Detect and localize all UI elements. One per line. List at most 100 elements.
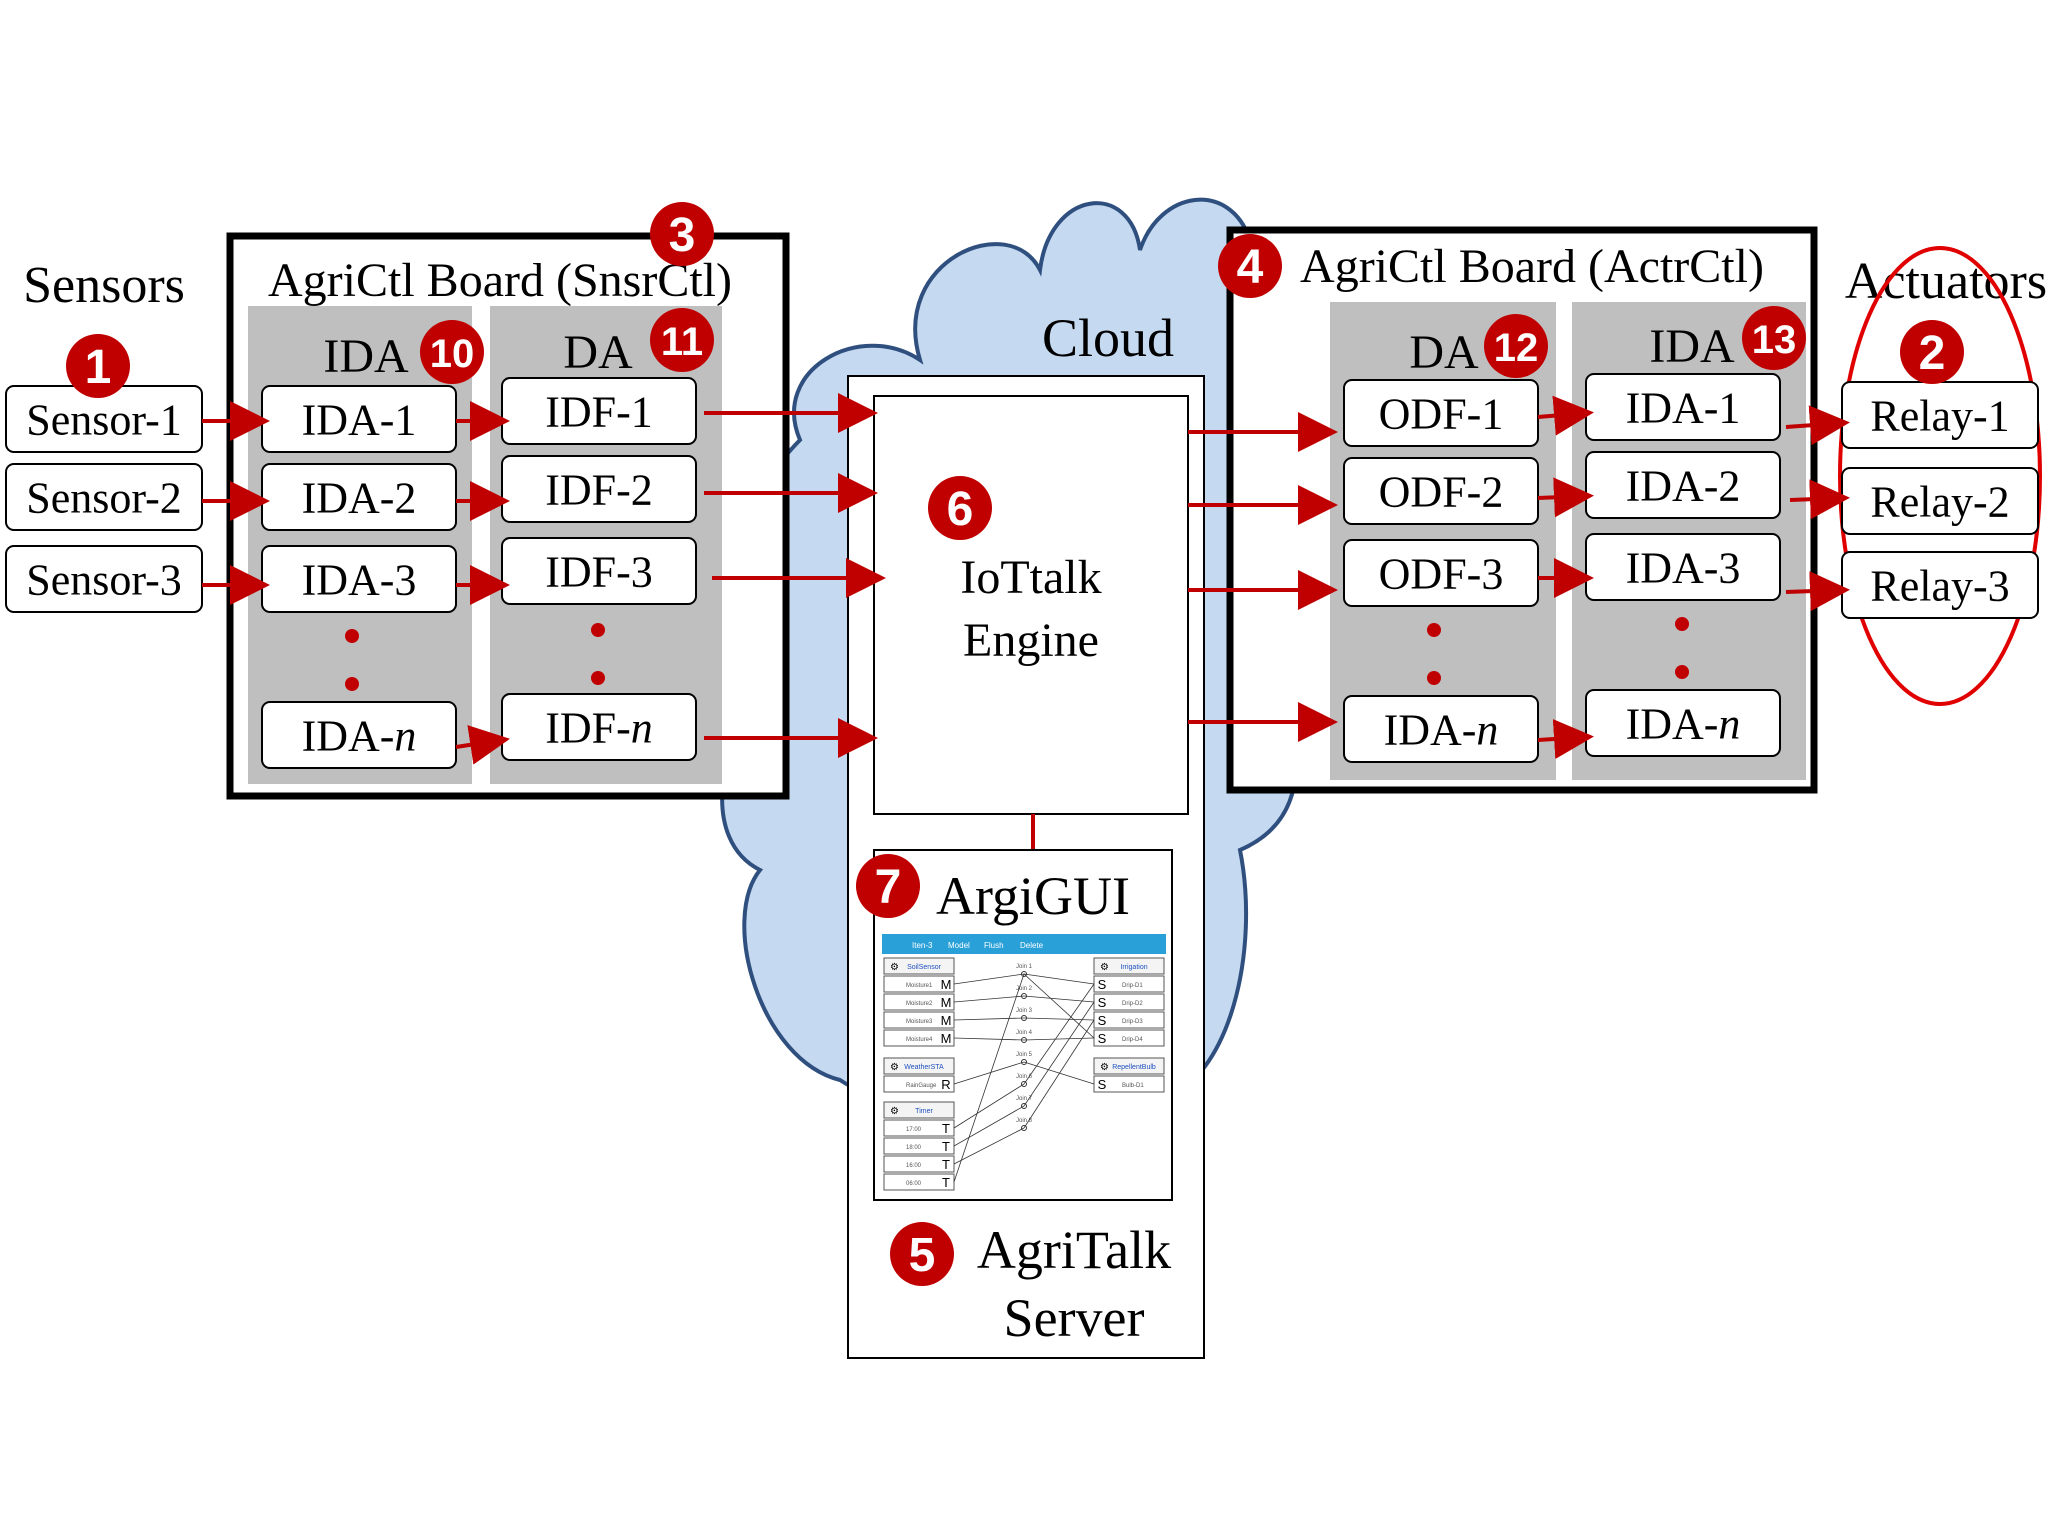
gui-irrigation-row-1-label: Drip-D1 xyxy=(1122,983,1143,989)
engine-label-line1: IoTtalk xyxy=(960,551,1101,604)
snsr-idf-2-label: IDF-2 xyxy=(545,465,653,514)
gui-timer-row-3-label: 16:00 xyxy=(906,1163,922,1169)
gui-weathersta-title: WeatherSTA xyxy=(904,1064,944,1071)
actrctl-board-title: AgriCtl Board (ActrCtl) xyxy=(1300,240,1764,293)
sensor-2: Sensor-2 xyxy=(5,463,203,531)
gui-link-left-2 xyxy=(953,995,1025,1003)
snsr-idf-4-label-italic: n xyxy=(631,703,653,752)
gui-join-label-1: Join 1 xyxy=(1016,964,1033,970)
actr-odf-dot-1 xyxy=(1427,623,1441,637)
relay-1: Relay-1 xyxy=(1841,381,2039,449)
snsr-ida-1: IDA-1 xyxy=(261,385,457,453)
snsr-ida-4-frame xyxy=(261,701,457,769)
actr-ida-3-label: IDA-3 xyxy=(1626,543,1741,592)
gui-irrigation-title: Irrigation xyxy=(1120,964,1147,971)
snsr-idf-2: IDF-2 xyxy=(501,455,697,523)
actr-odf-dot-2 xyxy=(1427,671,1441,685)
badge-4-circle xyxy=(1218,234,1282,298)
gui-irrigation-row-3-label: Drip-D3 xyxy=(1122,1019,1143,1025)
gui-join-label-4: Join 4 xyxy=(1016,1030,1033,1036)
gui-link-right-6 xyxy=(1023,983,1095,1085)
gui-menu-item-3: Flush xyxy=(984,941,1004,950)
flow-arrow-16 xyxy=(1537,395,1594,436)
actr-odf-1-label: ODF-1 xyxy=(1379,389,1504,438)
actr-ida-4-label-base: IDA- xyxy=(1626,699,1719,748)
actr-ida-1-label: IDA-1 xyxy=(1626,383,1741,432)
actr-odf-3-label: ODF-3 xyxy=(1379,549,1504,598)
gui-timer-header xyxy=(883,1101,955,1119)
gui-join-label-2: Join 2 xyxy=(1016,986,1033,992)
snsr-idf-3-label: IDF-3 xyxy=(545,547,653,596)
badge-5: 5 xyxy=(890,1222,954,1286)
snsr-idf-1-label-base: IDF-1 xyxy=(545,387,653,436)
gui-menu-item-4: Delete xyxy=(1020,941,1044,950)
gui-irrigation-row-1-tag: S xyxy=(1098,977,1107,992)
gui-timer-row-4-tag: T xyxy=(942,1175,950,1190)
actr-odf-2-frame xyxy=(1343,457,1539,525)
argigui-label: ArgiGUI xyxy=(936,866,1130,926)
badge-7-circle xyxy=(856,854,920,918)
badge-3-label: 3 xyxy=(669,209,696,262)
snsr-idf-3: IDF-3 xyxy=(501,537,697,605)
actr-odf-1-frame xyxy=(1343,379,1539,447)
snsr-idf-dot-1 xyxy=(591,623,605,637)
badge-4-label: 4 xyxy=(1237,241,1264,294)
data-flow-arrows xyxy=(202,393,1850,765)
gui-repellentbulb-gear-icon: ⚙ xyxy=(1100,1062,1109,1073)
snsr-ida-4-label: IDA-n xyxy=(302,711,417,760)
sensor-3: Sensor-3 xyxy=(5,545,203,613)
gui-irrigation-row-2-label: Drip-D2 xyxy=(1122,1001,1143,1007)
actr-ida-1: IDA-1 xyxy=(1585,373,1781,441)
gui-timer-row-4-label: 06:00 xyxy=(906,1181,922,1187)
snsr-ida-3-label-base: IDA-3 xyxy=(302,555,417,604)
server-label-line1: AgriTalk xyxy=(977,1220,1171,1280)
sensors-heading: Sensors xyxy=(23,257,185,314)
badge-2-circle xyxy=(1900,320,1964,384)
gui-weathersta-header xyxy=(883,1057,955,1075)
badge-1: 1 xyxy=(66,334,130,398)
actr-ida-heading: IDA xyxy=(1649,320,1735,373)
snsr-da-heading: DA xyxy=(563,326,633,379)
sensor-2-frame xyxy=(5,463,203,531)
iottalk-engine-box xyxy=(873,395,1189,815)
badge-12-circle xyxy=(1484,314,1548,378)
badge-10-circle xyxy=(420,320,484,384)
relay-2-label: Relay-2 xyxy=(1870,477,2009,526)
actr-odf-3-frame xyxy=(1343,539,1539,607)
badge-10: 10 xyxy=(420,320,484,384)
badge-10-label: 10 xyxy=(430,332,475,376)
gui-join-label-7: Join 7 xyxy=(1016,1096,1033,1102)
snsr-ida-4-label-base: IDA- xyxy=(302,711,395,760)
snsr-ida-2-label-base: IDA-2 xyxy=(302,473,417,522)
badge-11-circle xyxy=(650,308,714,372)
snsr-ida-dot-1 xyxy=(345,629,359,643)
actr-odf-1: ODF-1 xyxy=(1343,379,1539,447)
gui-soilsensor-row-4-label: Moisture4 xyxy=(906,1037,933,1043)
relay-3: Relay-3 xyxy=(1841,551,2039,619)
gui-timer-row-2-tag: T xyxy=(942,1139,950,1154)
gui-link-right-8 xyxy=(1023,1019,1095,1129)
gui-irrigation-row-3-tag: S xyxy=(1098,1013,1107,1028)
gui-repellentbulb-row-1-tag: S xyxy=(1098,1077,1107,1092)
sensor-3-frame xyxy=(5,545,203,613)
gui-repellentbulb-row-1-label: Bulb-D1 xyxy=(1122,1083,1144,1089)
badge-6-circle xyxy=(928,476,992,540)
actrctl-boxes: ODF-1ODF-2ODF-3IDA-nIDA-1IDA-2IDA-3IDA-n… xyxy=(1343,373,2039,763)
gui-link-right-1 xyxy=(1023,973,1095,985)
actr-ida-dot-2 xyxy=(1675,665,1689,679)
gui-link-right-7 xyxy=(1023,1001,1095,1107)
relay-3-label: Relay-3 xyxy=(1870,561,2009,610)
actuators-heading: Actuators xyxy=(1845,253,2047,310)
gui-weathersta-row-1-tag: R xyxy=(941,1077,950,1092)
actr-odf-1-label-base: ODF-1 xyxy=(1379,389,1504,438)
engine-label-line2: Engine xyxy=(963,614,1099,667)
gui-soilsensor-row-1-tag: M xyxy=(941,977,952,992)
actr-odf-4: IDA-n xyxy=(1343,695,1539,763)
snsr-idf-2-label-base: IDF-2 xyxy=(545,465,653,514)
snsr-idf-4-label: IDF-n xyxy=(545,703,653,752)
actr-odf-4-label: IDA-n xyxy=(1384,705,1499,754)
flow-arrow-7 xyxy=(455,725,510,765)
